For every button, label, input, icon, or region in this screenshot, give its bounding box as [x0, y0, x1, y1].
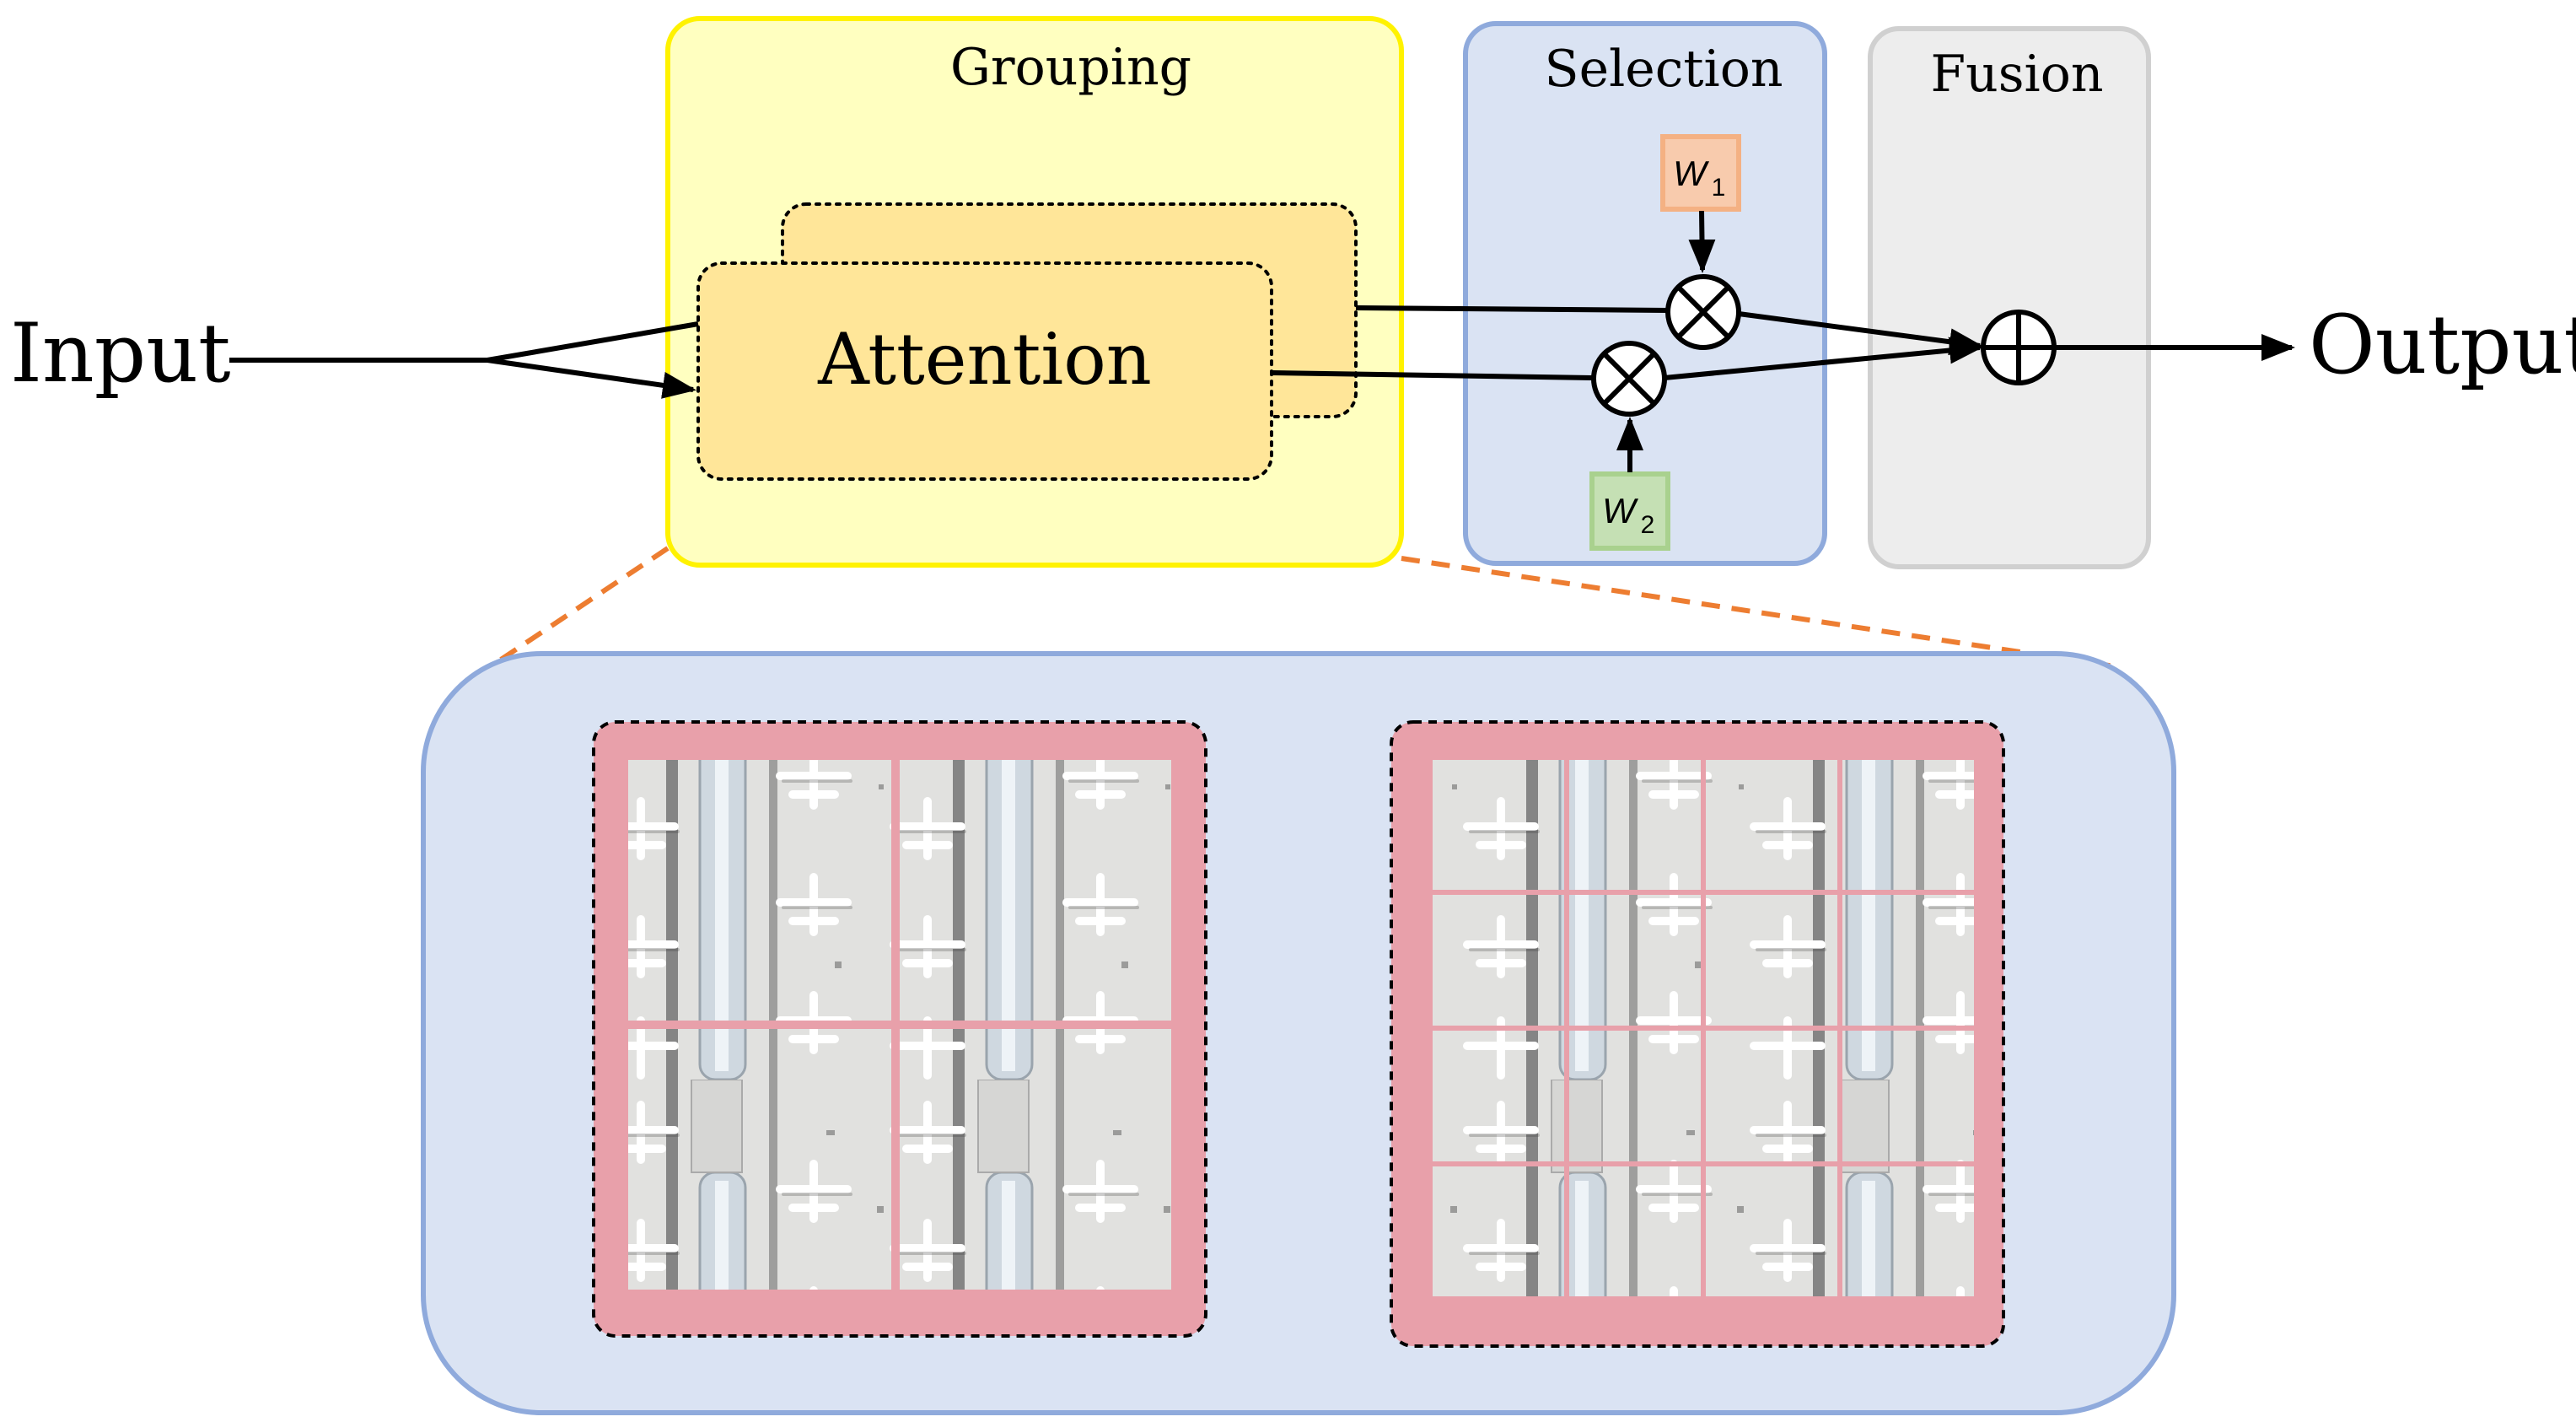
branch-line-lower: [1271, 370, 1593, 380]
grouping-stage-label: Grouping: [950, 38, 1191, 97]
input-label: Input: [10, 306, 231, 401]
zoom-line-right: [1401, 556, 2116, 669]
w1-letter: W: [1673, 154, 1709, 193]
w2-subscript: 2: [1641, 511, 1655, 539]
branch-line-upper: [1355, 305, 1669, 313]
add-node: [1981, 310, 2057, 385]
attention-label: Attention: [817, 318, 1152, 401]
zoom-line-left: [464, 546, 670, 686]
w2-letter: W: [1602, 491, 1638, 531]
coarse-grid-image: [592, 720, 1207, 1338]
w1-subscript: 1: [1712, 174, 1726, 202]
fine-grid-image: [1390, 720, 2005, 1348]
input-branch-upper: [487, 321, 699, 363]
fusion-stage-label: Fusion: [1930, 45, 2103, 104]
fusion-stage-box: [1868, 26, 2151, 569]
multiply-node-lower: [1591, 341, 1667, 417]
upper-to-add-line: [1738, 311, 1983, 356]
selection-stage-label: Selection: [1545, 40, 1783, 99]
w1-weight-box: [1660, 134, 1741, 212]
lower-to-add-line: [1664, 337, 1983, 380]
multiply-node-upper: [1665, 274, 1741, 350]
w2-weight-box: [1589, 471, 1670, 551]
output-label: Output: [2309, 298, 2576, 392]
input-branch-lower: [487, 358, 696, 399]
attention-box-front: [696, 261, 1273, 481]
